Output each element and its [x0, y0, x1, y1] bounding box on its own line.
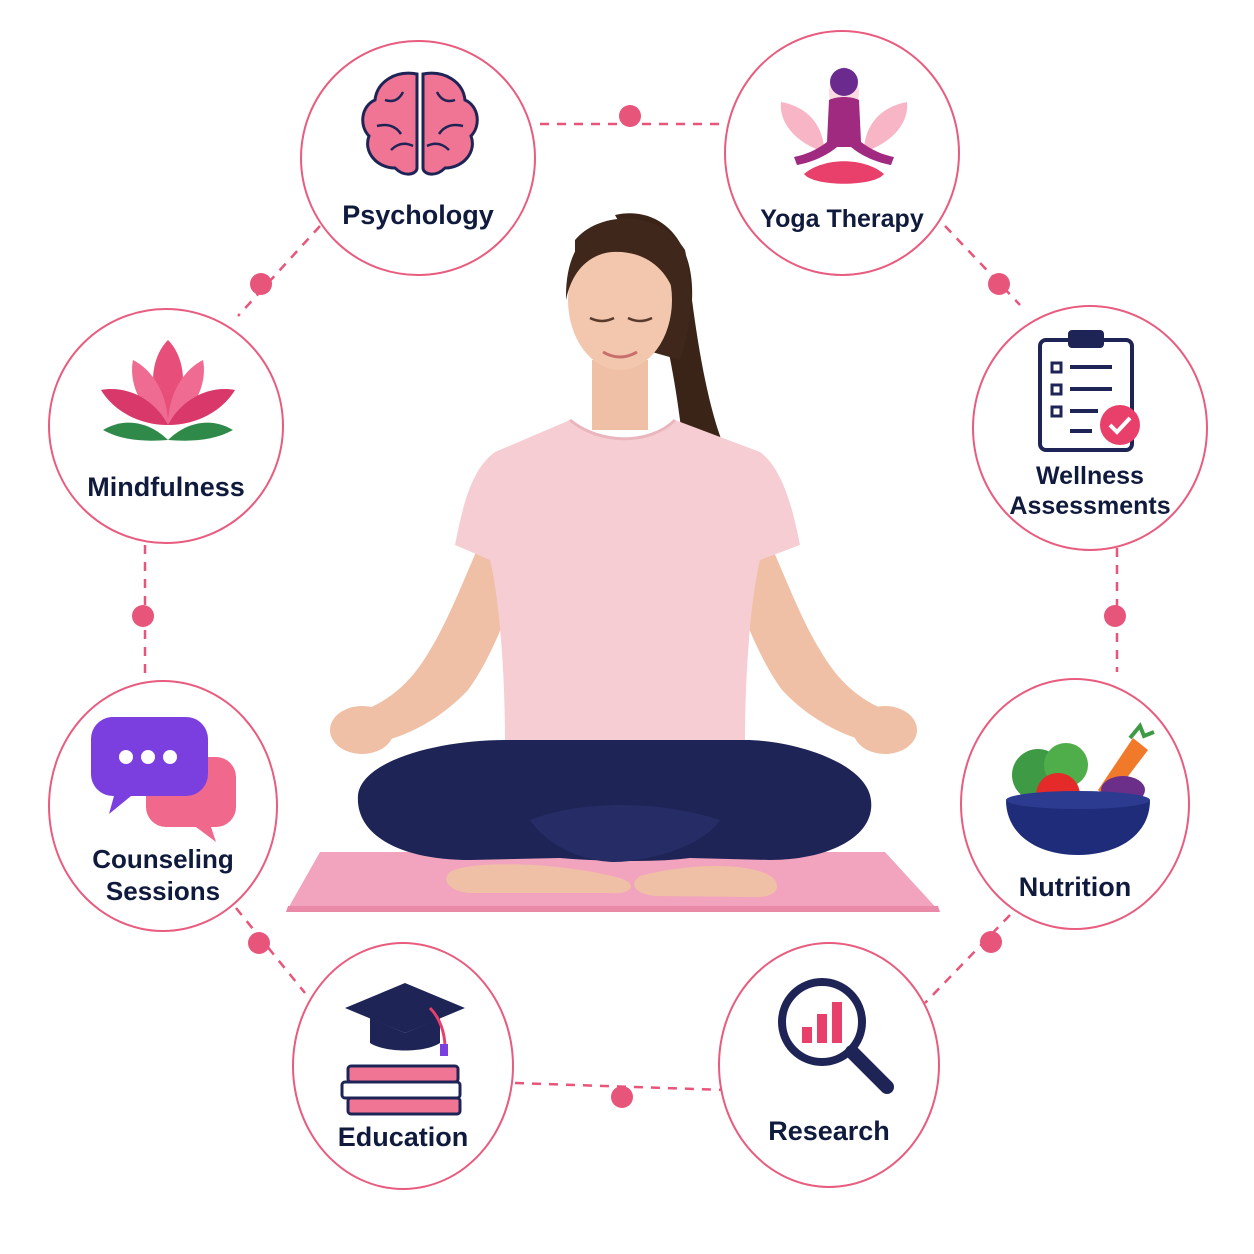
- connector-dot: [619, 105, 641, 127]
- connector-dot: [248, 932, 270, 954]
- graduation-books-icon: [340, 983, 465, 1116]
- clipboard-check-icon: [1038, 330, 1140, 452]
- node-label: Psychology: [342, 200, 494, 230]
- meditation-figure-icon: [780, 67, 908, 184]
- node-label: Nutrition: [1018, 872, 1132, 902]
- connector-psychology-mindfulness: [237, 225, 321, 317]
- connector-dot: [132, 605, 154, 627]
- connector-nutrition-research: [924, 914, 1011, 1004]
- chat-bubbles-icon: [90, 717, 236, 842]
- node-label-line-1: Counseling: [92, 844, 234, 874]
- connector-dot: [1104, 605, 1126, 627]
- brain-icon: [361, 71, 479, 176]
- magnifier-chart-icon: [778, 978, 894, 1094]
- node-mindfulness[interactable]: Mindfulness: [48, 308, 284, 544]
- node-label: Mindfulness: [87, 472, 245, 502]
- node-label-line-2: Sessions: [105, 876, 221, 906]
- lotus-icon: [101, 340, 235, 441]
- node-label: Yoga Therapy: [760, 205, 924, 233]
- node-yoga-therapy[interactable]: Yoga Therapy: [724, 30, 960, 276]
- node-wellness-assessments[interactable]: Wellness Assessments: [972, 305, 1208, 551]
- node-label: Education: [337, 1122, 469, 1152]
- connector-counseling-education: [235, 907, 306, 994]
- connector-dot: [250, 273, 272, 295]
- node-counseling-sessions[interactable]: Counseling Sessions: [48, 680, 278, 932]
- node-nutrition[interactable]: Nutrition: [960, 678, 1190, 930]
- node-psychology[interactable]: Psychology: [300, 40, 536, 276]
- connector-yoga-wellness: [944, 225, 1021, 306]
- node-label: Research: [768, 1116, 890, 1146]
- vegetable-bowl-icon: [1006, 722, 1155, 855]
- connector-dot: [980, 931, 1002, 953]
- node-education[interactable]: Education: [292, 942, 514, 1190]
- node-label-line-1: Wellness: [1036, 462, 1144, 490]
- connector-dot: [611, 1086, 633, 1108]
- node-research[interactable]: Research: [718, 942, 940, 1188]
- node-label-line-2: Assessments: [1009, 492, 1171, 520]
- connector-dot: [988, 273, 1010, 295]
